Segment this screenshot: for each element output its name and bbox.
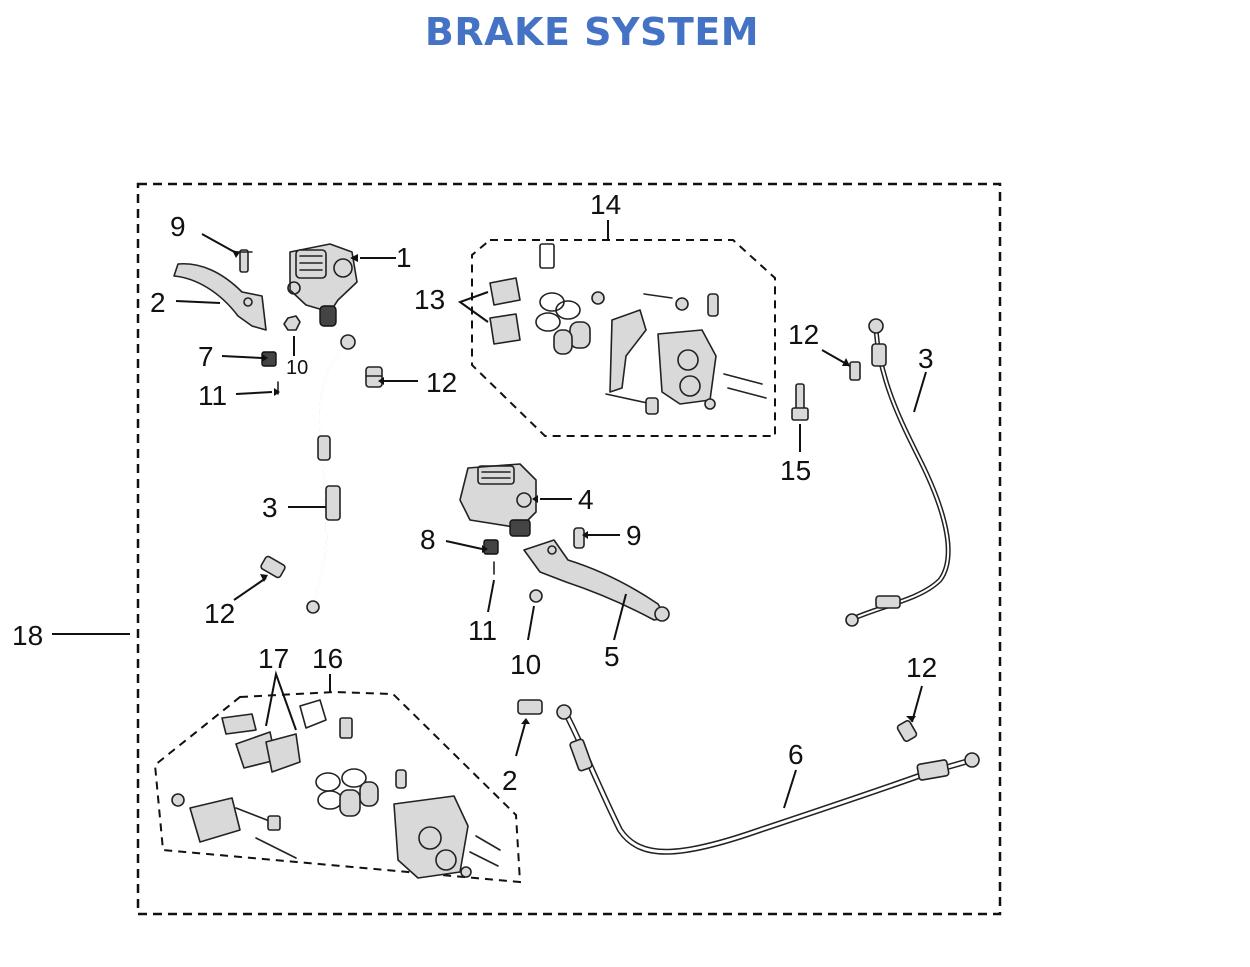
banjo-bolt-right-lower — [896, 720, 918, 742]
callout-6: 6 — [788, 739, 804, 770]
callout-5: 5 — [604, 641, 620, 672]
banjo-bolt-lower-left — [260, 555, 286, 579]
callout-12a: 12 — [426, 367, 457, 398]
front-brake-hose — [306, 334, 356, 614]
assembly-outline — [136, 182, 1002, 916]
arrowhead — [232, 250, 240, 258]
callout-2b: 2 — [502, 765, 518, 796]
bleeder-screw — [791, 383, 809, 421]
leader-12b — [233, 577, 267, 601]
leader-17 — [265, 670, 297, 731]
callout-11a: 11 — [198, 380, 227, 411]
arrowhead — [906, 716, 916, 722]
right-brake-lever — [173, 262, 267, 331]
leader-3b — [913, 371, 927, 413]
callout-12c: 12 — [788, 319, 819, 350]
callout-12b: 12 — [204, 598, 235, 629]
callout-12d: 12 — [906, 652, 937, 683]
arrowhead — [260, 574, 268, 582]
rear-caliper-kit-outline — [153, 690, 522, 884]
rear-brake-hose — [845, 318, 951, 627]
callout-13: 13 — [414, 284, 445, 315]
leader-11a — [235, 391, 273, 395]
callout-7: 7 — [198, 341, 214, 372]
leader-10b — [527, 605, 535, 641]
arrowhead — [274, 388, 280, 396]
callout-16: 16 — [312, 643, 343, 674]
banjo-bolt-bottom — [517, 699, 543, 715]
leader-13 — [457, 291, 489, 323]
callout-3b: 3 — [918, 343, 934, 374]
leader-5 — [613, 593, 627, 641]
left-brake-switch — [483, 539, 499, 555]
leader-2a — [175, 300, 221, 304]
left-brake-lever — [523, 539, 670, 622]
right-master-cylinder — [287, 243, 358, 327]
left-master-cylinder — [459, 463, 537, 537]
callout-9a: 9 — [170, 211, 186, 242]
callout-10b: 10 — [510, 649, 541, 680]
page-title: BRAKE SYSTEM — [424, 10, 760, 54]
arrowhead — [482, 545, 488, 553]
leader-2b — [515, 719, 527, 757]
callout-2a: 2 — [150, 287, 166, 318]
lever-pivot-bolt-left — [573, 527, 585, 549]
callout-11b: 11 — [468, 615, 497, 646]
arrowhead — [521, 718, 530, 724]
callout-15: 15 — [780, 455, 811, 486]
arrowhead — [378, 377, 384, 385]
leader-9a — [201, 233, 239, 255]
arrowhead — [262, 354, 268, 362]
front-caliper-kit — [489, 243, 767, 415]
long-brake-hose — [556, 704, 980, 855]
callout-4: 4 — [578, 484, 594, 515]
leader-8 — [445, 540, 483, 550]
leader-6 — [783, 769, 797, 809]
callout-17: 17 — [258, 643, 289, 674]
front-caliper-kit-outline — [471, 239, 776, 437]
arrowhead — [582, 531, 588, 539]
lever-pivot-nut — [283, 315, 301, 331]
callout-18: 18 — [12, 620, 43, 651]
callout-1: 1 — [396, 242, 412, 273]
rear-caliper-kit — [171, 699, 501, 879]
callout-8: 8 — [420, 524, 436, 555]
banjo-bolt-right-top — [849, 361, 861, 381]
arrowhead — [532, 495, 538, 503]
callout-3a: 3 — [262, 492, 278, 523]
lever-pivot-nut-left — [529, 589, 543, 603]
arrowhead — [842, 358, 850, 366]
callout-9b: 9 — [626, 520, 642, 551]
banjo-bolt-top — [365, 366, 383, 388]
leader-7 — [221, 355, 263, 359]
arrowhead — [350, 254, 358, 262]
callout-14: 14 — [590, 189, 621, 220]
callout-10a: 10 — [286, 357, 308, 379]
leader-11b — [487, 579, 495, 613]
